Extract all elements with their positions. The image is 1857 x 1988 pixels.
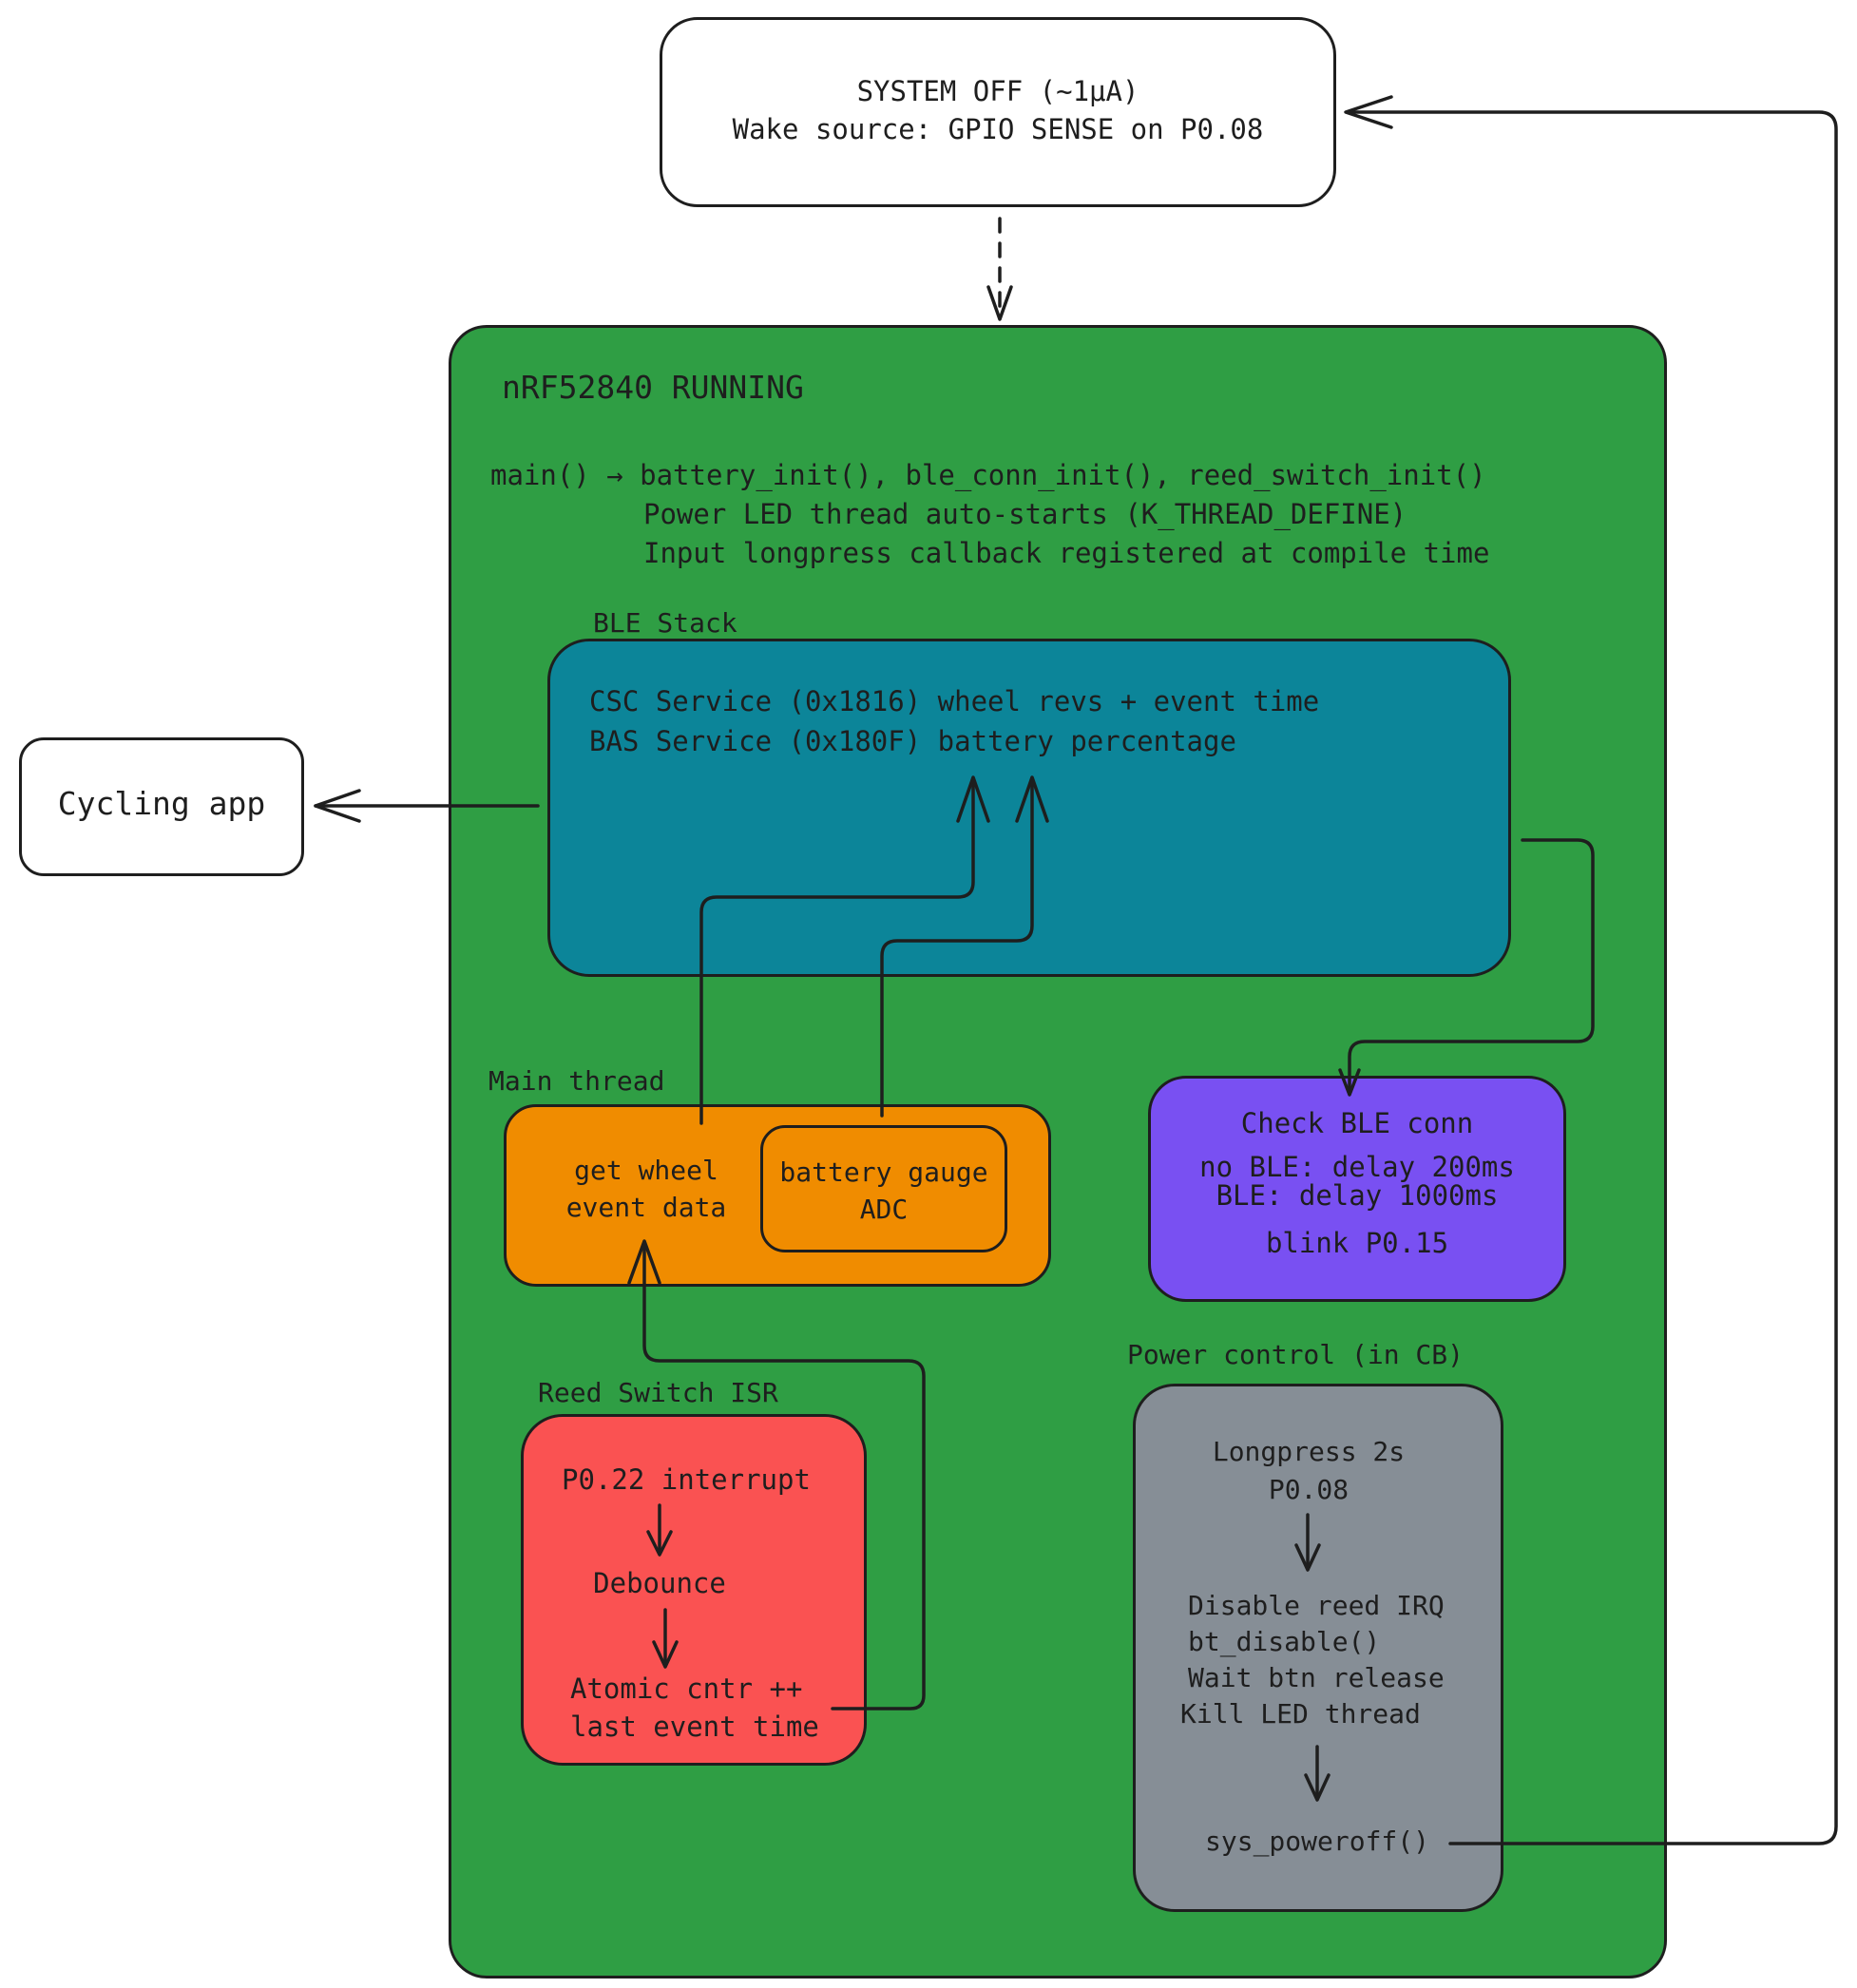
cycling-app-label: Cycling app [57,785,266,822]
bas-service-line: BAS Service (0x180F) battery percentage [589,725,1236,757]
ble-to-led-arrow-head [1338,1068,1361,1097]
power-step1-arrow-head [1294,1543,1321,1572]
battery-gauge-line1: battery gauge [779,1156,988,1188]
power-step2-arrow-head [1304,1773,1331,1802]
system-off-line2: Wake source: GPIO SENSE on P0.08 [732,113,1264,145]
reed-step2-arrow-head [652,1640,679,1669]
main-init-line3: Input longpress callback registered at c… [643,537,1490,569]
wait-release-label: Wait btn release [1188,1662,1445,1693]
power-control-box [1133,1384,1503,1912]
bt-disable-label: bt_disable() [1188,1626,1381,1657]
reed-isr-box [521,1414,867,1766]
reed-step1-arrow-head [646,1530,673,1557]
running-title: nRF52840 RUNNING [502,369,804,406]
battery-to-bas-arrow-head [1015,775,1049,823]
blink-led-label: blink P0.15 [1265,1227,1449,1259]
main-init-line2: Power LED thread auto-starts (K_THREAD_D… [643,498,1407,530]
reed-step-interrupt: P0.22 interrupt [562,1463,811,1496]
disable-reed-label: Disable reed IRQ [1188,1590,1445,1621]
wake-arrow-head [986,285,1013,321]
ble-to-app-arrow-head [314,789,361,823]
system-off-line1: SYSTEM OFF (~1μA) [856,75,1139,107]
reed-step-counter: Atomic cntr ++ [570,1673,803,1705]
longpress-pin-label: P0.08 [1268,1474,1350,1505]
check-ble-conn-label: Check BLE conn [1240,1107,1474,1139]
poweroff-to-off-arrow [1346,110,1838,1845]
wheel-to-csc-arrow [699,779,975,1125]
ble-to-led-arrow [1348,838,1595,1095]
ble-delay-label: BLE: delay 1000ms [1216,1179,1499,1212]
kill-led-label: Kill LED thread [1180,1698,1421,1730]
system-off-box [660,17,1336,207]
reed-to-wheel-arrow [642,1245,926,1711]
no-ble-delay-label: no BLE: delay 200ms [1199,1151,1515,1183]
cycling-app-box [19,737,304,876]
battery-gauge-box [760,1125,1007,1252]
wheel-to-csc-arrow-head [956,775,990,823]
csc-service-line: CSC Service (0x1816) wheel revs + event … [589,685,1320,717]
main-init-line1: main() → battery_init(), ble_conn_init()… [490,459,1486,491]
battery-to-bas-arrow [880,779,1034,1118]
ble-stack-title: BLE Stack [593,607,737,639]
led-thread-box [1148,1076,1566,1302]
wheel-data-line1: get wheel [574,1155,718,1186]
reed-isr-title: Reed Switch ISR [538,1377,778,1408]
main-thread-title: Main thread [488,1065,665,1097]
power-control-title: Power control (in CB) [1127,1339,1465,1370]
reed-to-wheel-arrow-head [627,1239,661,1285]
ble-stack-box [547,639,1511,977]
battery-gauge-line2: ADC [859,1194,909,1225]
poweroff-to-off-arrow-head [1344,95,1393,129]
longpress-label: Longpress 2s [1212,1436,1406,1467]
wheel-data-line2: event data [565,1192,727,1223]
reed-step-debounce: Debounce [593,1567,726,1599]
sys-poweroff-label: sys_poweroff() [1205,1826,1430,1857]
reed-step-last-event: last event time [570,1711,819,1743]
